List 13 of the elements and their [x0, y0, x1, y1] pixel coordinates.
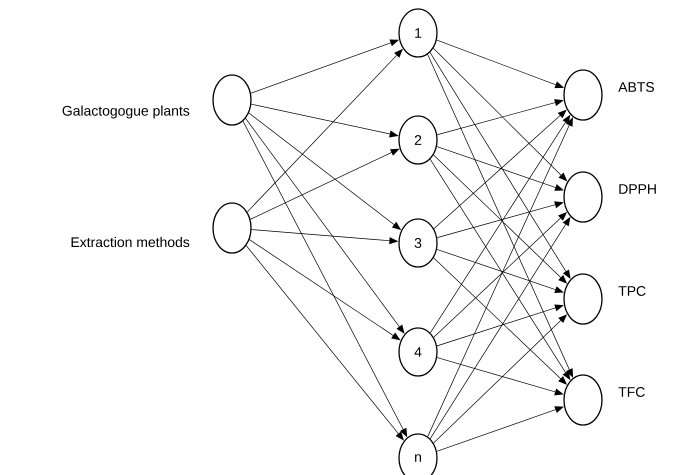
node-circle: [212, 202, 252, 254]
node-circle: [212, 74, 252, 126]
node-circle: [563, 374, 603, 426]
node-label: ABTS: [618, 82, 654, 92]
node-label: Galactogogue plants: [62, 106, 190, 118]
node-label: Extraction methods: [72, 236, 190, 248]
node-label: TFC: [618, 387, 645, 397]
node-circle: [563, 171, 603, 223]
arrow: [433, 48, 568, 182]
node-label: DPPH: [619, 184, 656, 194]
node-label: TPC: [618, 286, 646, 296]
node-circle: [563, 69, 603, 121]
node-circle: [563, 273, 603, 325]
